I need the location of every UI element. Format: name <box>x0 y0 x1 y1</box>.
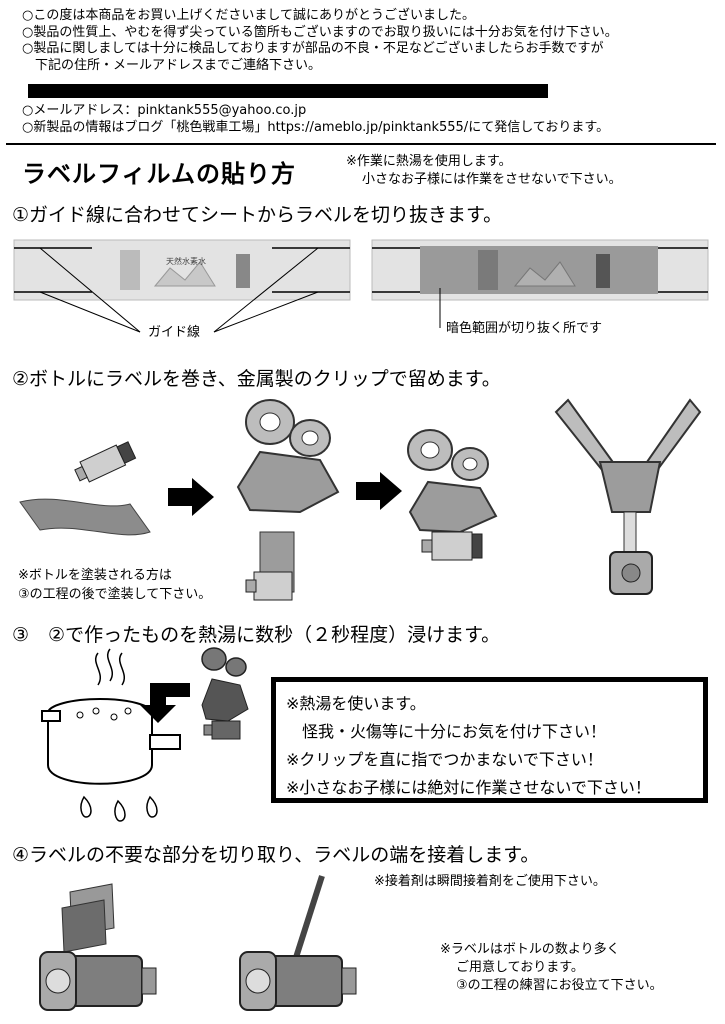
clip-on-bottle <box>201 647 249 740</box>
label-emblem <box>513 261 576 287</box>
pot-body <box>47 713 153 785</box>
extra-note: ※ラベルはボトルの数より多く <box>440 942 620 957</box>
arrow-right-icon <box>168 478 214 516</box>
notice-line: ○この度は本商品をお買い上げくださいまして誠にありがとうございました。 <box>22 8 475 23</box>
warning-line: ※小さなお子様には絶対に作業させないで下さい！ <box>286 778 651 797</box>
steam-icon <box>119 652 125 686</box>
redaction-bar <box>28 84 548 98</box>
heading-note: 小さなお子様には作業をさせないで下さい。 <box>362 172 622 187</box>
pointer-line <box>39 247 141 333</box>
glue-note: ※接着剤は瞬間接着剤をご使用下さい。 <box>374 874 606 889</box>
step1-sheet-illustration: 天然水素水 ガイド線 暗色範囲が切り抜く所です <box>13 239 709 340</box>
paint-note: ③の工程の後で塗装して下さい。 <box>18 587 212 602</box>
notice-line: ○製品の性質上、やむを得ず尖っている箇所もございますのでお取り扱いには十分お気を… <box>22 24 618 40</box>
bottle <box>74 441 137 483</box>
clip-open <box>236 399 340 514</box>
notice-line: ○製品に関しましては十分に検品しておりますが部品の不良・不足などございましたらお… <box>22 41 604 56</box>
label-wrapped-bottle <box>245 531 295 601</box>
page-title: ラベルフィルムの貼り方 <box>22 160 297 188</box>
divider <box>6 143 716 145</box>
label-print: 天然水素水 <box>166 256 206 266</box>
step1-text: ①ガイド線に合わせてシートからラベルを切り抜きます。 <box>12 204 503 226</box>
contact-block: ○メールアドレス：pinktank555@yahoo.co.jp ○新製品の情報… <box>22 103 609 136</box>
barcode <box>236 254 250 288</box>
dark-cut-area <box>420 246 658 294</box>
bottle <box>239 951 357 1011</box>
pot-handle <box>41 710 61 722</box>
steam-icon <box>107 648 113 682</box>
pointer-line <box>213 247 319 333</box>
step4-text: ④ラベルの不要な部分を切り取り、ラベルの端を接着します。 <box>12 844 540 866</box>
steam-icon <box>95 652 101 686</box>
warning-line: ※クリップを直に指でつかまないで下さい！ <box>286 750 603 769</box>
heading-note: ※作業に熱湯を使用します。 <box>346 154 512 169</box>
warning-box: ※熱湯を使います。 怪我・火傷等に十分にお気を付け下さい！ ※クリップを直に指で… <box>271 677 708 803</box>
barcode <box>596 254 610 288</box>
dark-area-label: 暗色範囲が切り抜く所です <box>446 320 602 336</box>
label-emblem <box>153 261 216 287</box>
bottle <box>39 951 157 1011</box>
label-scrap <box>61 899 107 953</box>
blog-line: ○新製品の情報はブログ「桃色戦車工場」https://ameblo.jp/pin… <box>22 119 610 135</box>
email-line: ○メールアドレス：pinktank555@yahoo.co.jp <box>22 103 307 118</box>
extra-note: ご用意しております。 <box>456 960 584 975</box>
clip-on-bottle <box>407 429 498 561</box>
sheet-left <box>13 239 351 301</box>
step4-illustration <box>39 875 357 1011</box>
clip-closeup <box>554 398 702 595</box>
paint-note: ※ボトルを塗装される方は <box>18 568 172 583</box>
flame-icon <box>146 795 158 818</box>
guide-label: ガイド線 <box>148 324 200 340</box>
arrow-right-icon <box>356 472 402 510</box>
step2-text: ②ボトルにラベルを巻き、金属製のクリップで留めます。 <box>12 368 501 390</box>
label-text-block <box>120 250 140 290</box>
step2-illustration <box>19 398 702 601</box>
flame-icon <box>114 799 126 822</box>
step3-illustration <box>41 647 249 822</box>
pointer-line <box>213 291 319 333</box>
pot-handle <box>149 734 181 750</box>
pointer-line <box>39 291 141 333</box>
notice-block: ○この度は本商品をお買い上げくださいまして誠にありがとうございました。 ○製品の… <box>22 8 618 74</box>
arrow-down-icon <box>140 683 190 723</box>
label-strip <box>19 498 151 536</box>
step3-text: ③ ②で作ったものを熱湯に数秒（２秒程度）浸けます。 <box>12 624 501 646</box>
notice-line: 下記の住所・メールアドレスまでご連絡下さい。 <box>22 57 322 73</box>
glue-applicator <box>289 875 325 971</box>
extra-note: ③の工程の練習にお役立て下さい。 <box>456 978 663 993</box>
label-text-block <box>478 250 498 290</box>
warning-line: 怪我・火傷等に十分にお気を付け下さい！ <box>286 722 607 741</box>
flame-icon <box>80 795 92 818</box>
warning-line: ※熱湯を使います。 <box>286 694 426 713</box>
